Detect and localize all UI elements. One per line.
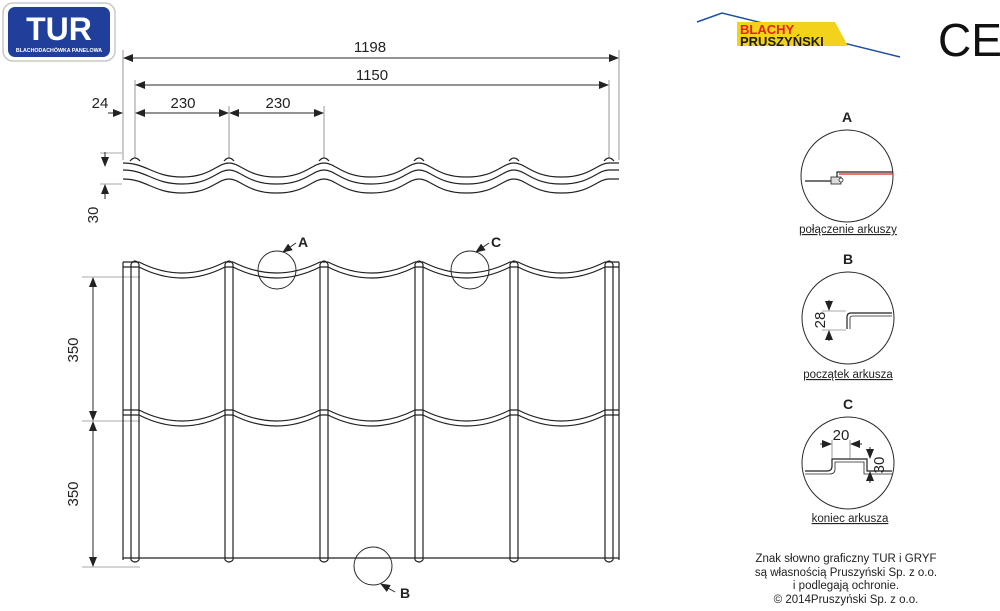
callout-label-c: C (491, 234, 501, 250)
detail-c-caption: koniec arkusza (812, 513, 889, 525)
sheet-step-curve (123, 409, 619, 422)
copyright-line-1: Znak słowno graficzny TUR i GRYF (755, 553, 937, 565)
profile-crest-mark (129, 157, 141, 162)
sheet-step-curve (123, 261, 619, 274)
brand-logo-line2: PRUSZYŃSKI (740, 34, 824, 49)
profile-wave-line (122, 178, 619, 194)
copyright-line-3: i podlegają ochronie. (792, 580, 900, 592)
profile-crest-mark (223, 157, 235, 162)
dim-effective-label: 1150 (356, 67, 388, 84)
callout-label-a: A (298, 234, 308, 250)
dim-module-2-label: 230 (265, 95, 290, 112)
tur-logo-text: TUR (26, 11, 92, 47)
sheet-bottom-crest (319, 559, 329, 563)
sheet-bottom-crest (414, 559, 424, 563)
detail-c-dim-width: 20 (833, 427, 850, 444)
callout-circle-c (450, 250, 490, 290)
profile-wave-line (122, 162, 619, 178)
profile-wave-lines (122, 157, 619, 194)
sheet-top-crest (604, 260, 614, 265)
copyright-line-4: © 2014Pruszyński Sp. z o.o. (773, 593, 919, 606)
brand-logo-line1: BLACHY (740, 22, 794, 37)
detail-c-title: C (843, 396, 853, 412)
detail-a-title: A (842, 109, 852, 125)
sheet-bottom-crest (224, 559, 234, 563)
profile-crest-mark (413, 157, 425, 162)
copyright-line-2: są własnością Pruszyński Sp. z o.o. (754, 566, 938, 579)
profile-crest-mark (603, 157, 615, 162)
dim-height-label: 30 (85, 207, 102, 224)
profile-crest-mark (318, 157, 330, 162)
profile-wave-line (122, 169, 619, 185)
detail-c: C 20 30 koniec arkusza (801, 396, 895, 525)
sheet-top-crest (224, 260, 234, 265)
sheet-top-crest (319, 260, 329, 265)
detail-b-dim: 28 (812, 312, 829, 329)
sheet-bottom-crest (604, 559, 614, 563)
ce-mark: CE (938, 14, 1000, 66)
sheet-bottom-crest (130, 559, 140, 563)
detail-b-caption: początek arkusza (803, 369, 893, 381)
detail-b-title: B (843, 251, 853, 267)
dim-step-1-label: 350 (65, 337, 82, 362)
profile-crest-mark (508, 157, 520, 162)
sheet-step-curve (123, 266, 619, 279)
tur-logo-subtext: BLACHODACHÓWKA PANELOWA (16, 46, 102, 54)
brand-logo: BLACHY PRUSZYŃSKI (696, 12, 901, 58)
detail-c-dim-height: 30 (871, 457, 888, 474)
sheet-outline (122, 260, 620, 563)
dim-step-2-label: 350 (65, 481, 82, 506)
sheet-step-curve (123, 414, 619, 427)
callout-circle-a (257, 250, 297, 290)
top-profile-view: 1198 1150 24 230 230 30 (85, 39, 620, 224)
sheet-top-crest (130, 260, 140, 265)
copyright-notice: Znak słowno graficzny TUR i GRYF są włas… (730, 553, 962, 607)
dim-edge-label: 24 (92, 95, 109, 112)
callout-circle-b (353, 546, 393, 586)
sheet-top-crest (414, 260, 424, 265)
callout-label-b: B (400, 585, 410, 601)
sheet-top-crest (509, 260, 519, 265)
dim-module-1-label: 230 (170, 95, 195, 112)
sheet-bottom-crest (509, 559, 519, 563)
detail-a: A połączenie arkuszy (799, 109, 897, 236)
front-view: 350 350 A C B (65, 234, 620, 601)
tur-logo: TUR BLACHODACHÓWKA PANELOWA (2, 2, 116, 62)
detail-a-caption: połączenie arkuszy (799, 224, 897, 236)
dim-total-label: 1198 (354, 39, 386, 56)
detail-b: B 28 początek arkusza (801, 251, 895, 381)
